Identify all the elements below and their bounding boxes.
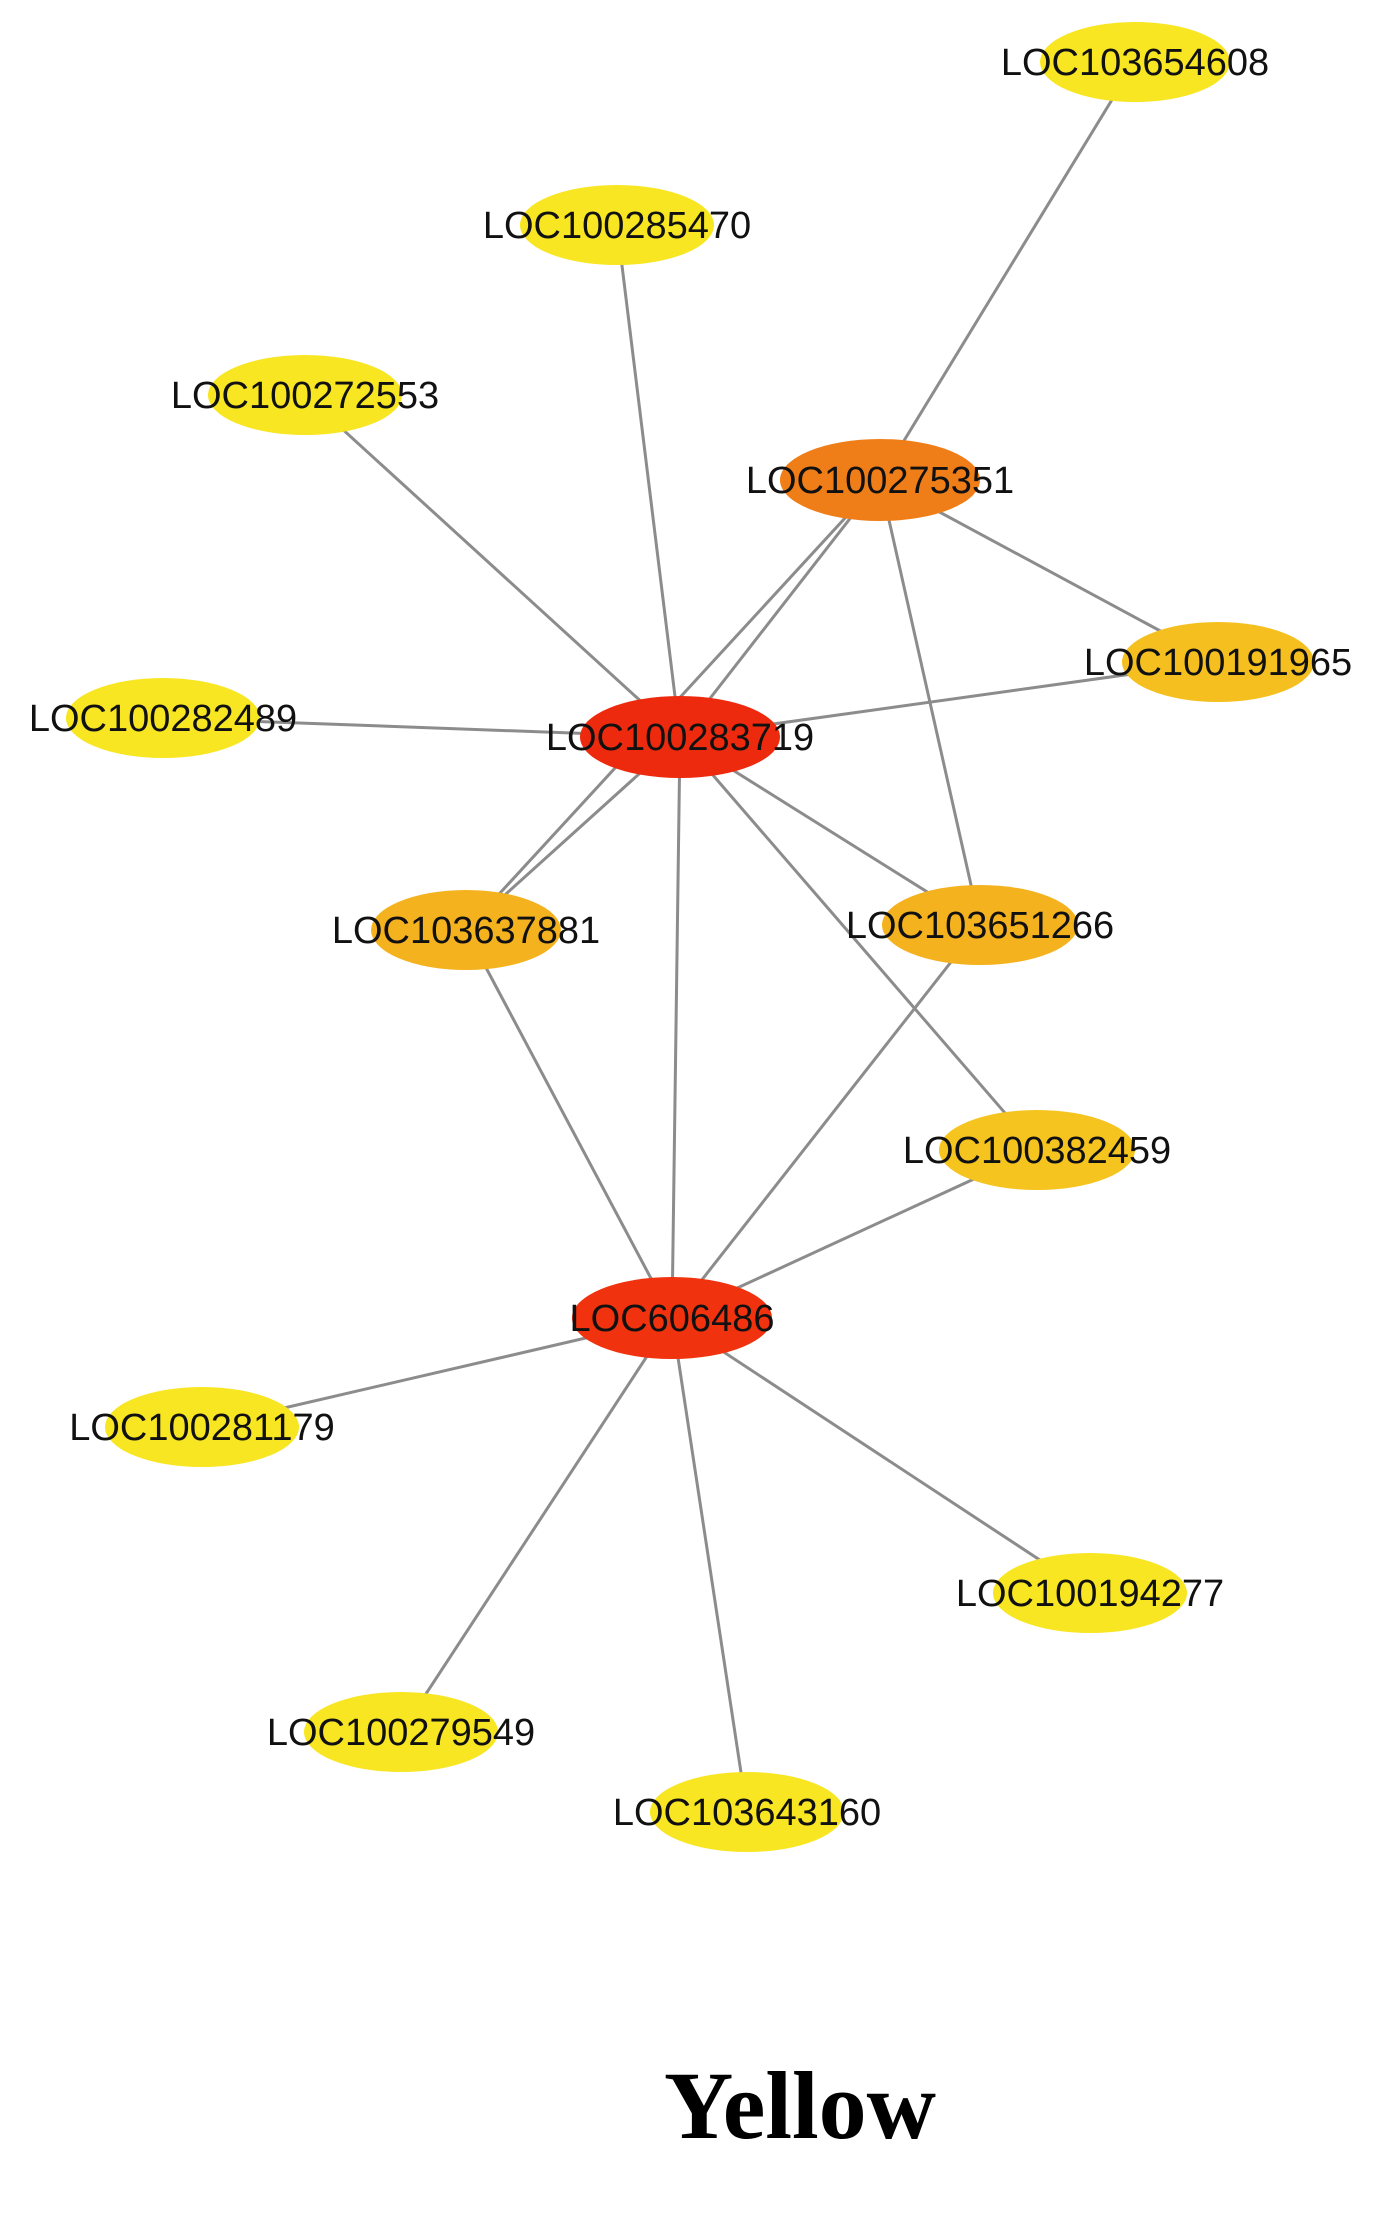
node-label: LOC100191965: [1084, 642, 1352, 684]
node-ellipse[interactable]: [371, 890, 561, 970]
node-label: LOC100272553: [171, 375, 439, 417]
node-ellipse[interactable]: [1040, 22, 1230, 102]
node-ellipse[interactable]: [650, 1772, 844, 1852]
node-label: LOC100285470: [483, 205, 751, 247]
edge-loc606486-loc100194277: [671, 1316, 1091, 1595]
gene-network-diagram: LOC103654608LOC100285470LOC100272553LOC1…: [29, 22, 1352, 1852]
node-label: LOC100282489: [29, 698, 297, 740]
network-caption: Yellow: [664, 2052, 936, 2159]
node-ellipse[interactable]: [66, 678, 260, 758]
node-ellipse[interactable]: [580, 696, 780, 778]
edge-loc100272553-loc100283719: [303, 393, 682, 739]
node-loc100282489[interactable]: LOC100282489: [29, 678, 297, 758]
node-label: LOC100382459: [903, 1130, 1171, 1172]
node-loc103643160[interactable]: LOC103643160: [613, 1772, 881, 1852]
edge-loc103651266-loc606486: [670, 924, 982, 1319]
node-loc103637881[interactable]: LOC103637881: [332, 890, 600, 970]
node-label: LOC103643160: [613, 1792, 881, 1834]
node-loc100285470[interactable]: LOC100285470: [483, 185, 751, 265]
node-label: LOC100275351: [746, 460, 1014, 502]
node-label: LOC100279549: [267, 1712, 535, 1754]
node-ellipse[interactable]: [1122, 622, 1314, 702]
nodes-layer: LOC103654608LOC100285470LOC100272553LOC1…: [29, 22, 1352, 1852]
node-label: LOC103637881: [332, 910, 600, 952]
edge-loc100283719-loc606486: [670, 736, 682, 1319]
node-label: LOC100281179: [69, 1407, 335, 1449]
node-ellipse[interactable]: [520, 185, 714, 265]
node-label: LOC103651266: [846, 905, 1114, 947]
node-loc100275351[interactable]: LOC100275351: [746, 439, 1014, 521]
node-loc100191965[interactable]: LOC100191965: [1084, 622, 1352, 702]
node-label: LOC100283719: [546, 717, 814, 759]
edge-loc100285470-loc100283719: [615, 224, 682, 738]
node-ellipse[interactable]: [208, 355, 402, 435]
node-label: LOC606486: [570, 1298, 775, 1340]
node-loc100283719[interactable]: LOC100283719: [546, 696, 814, 778]
edge-loc103654608-loc100275351: [878, 61, 1137, 481]
edge-loc103637881-loc606486: [464, 929, 674, 1319]
node-ellipse[interactable]: [304, 1692, 498, 1772]
node-ellipse[interactable]: [939, 1110, 1135, 1190]
node-loc100281179[interactable]: LOC100281179: [69, 1387, 335, 1467]
node-ellipse[interactable]: [780, 439, 980, 521]
node-ellipse[interactable]: [882, 885, 1078, 965]
edge-loc606486-loc100279549: [399, 1317, 674, 1733]
node-loc103651266[interactable]: LOC103651266: [846, 885, 1114, 965]
node-loc100194277[interactable]: LOC100194277: [956, 1553, 1224, 1633]
node-ellipse[interactable]: [105, 1387, 299, 1467]
node-loc103654608[interactable]: LOC103654608: [1001, 22, 1269, 102]
node-loc100382459[interactable]: LOC100382459: [903, 1110, 1171, 1190]
node-loc100279549[interactable]: LOC100279549: [267, 1692, 535, 1772]
edge-loc100275351-loc100283719: [678, 479, 882, 738]
edge-loc100283719-loc100382459: [678, 736, 1039, 1151]
node-ellipse[interactable]: [572, 1277, 772, 1359]
edge-loc606486-loc103643160: [670, 1317, 749, 1813]
node-loc606486[interactable]: LOC606486: [570, 1277, 775, 1359]
node-ellipse[interactable]: [993, 1553, 1187, 1633]
node-label: LOC100194277: [956, 1573, 1224, 1615]
node-loc100272553[interactable]: LOC100272553: [171, 355, 439, 435]
node-label: LOC103654608: [1001, 42, 1269, 84]
